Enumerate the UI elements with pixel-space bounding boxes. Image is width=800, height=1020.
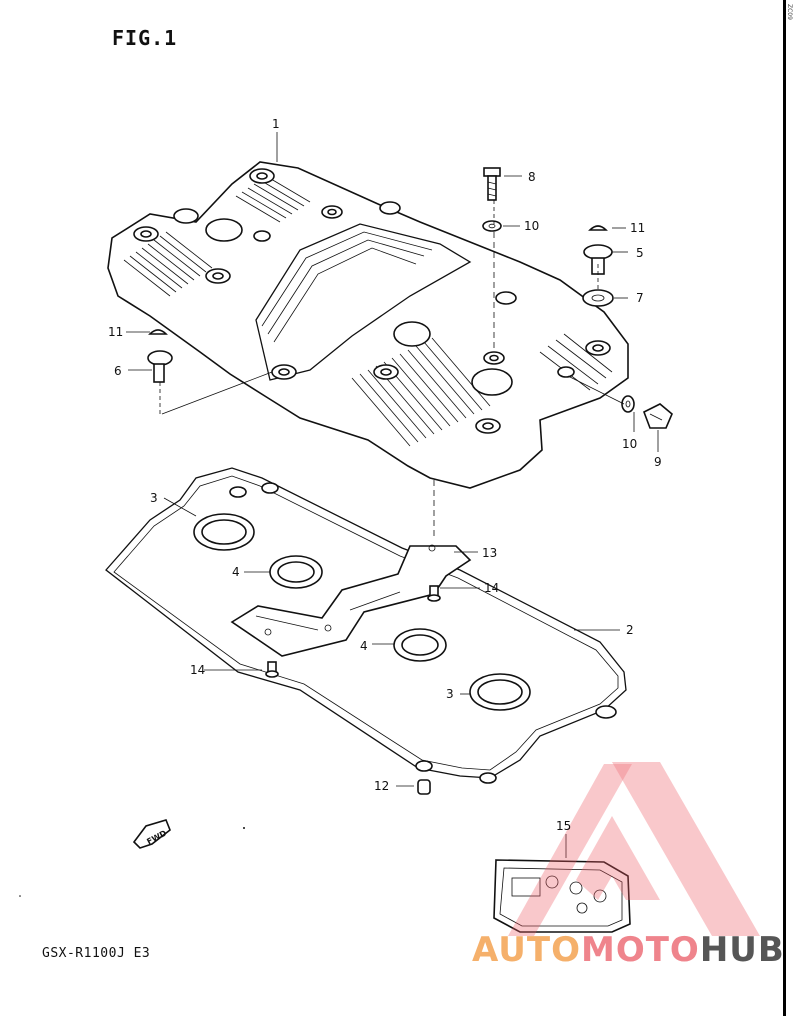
callout-7: 7 <box>636 291 644 305</box>
bolt-9 <box>642 403 673 429</box>
callout-labels: 1 2 3 3 4 4 5 6 7 8 9 10 10 11 11 12 13 … <box>108 117 662 833</box>
watermark-logo <box>508 762 760 936</box>
leader-lines <box>126 132 659 858</box>
callout-3-lower: 3 <box>446 687 454 701</box>
cap-11-left <box>148 329 168 335</box>
cap-11-right <box>588 225 608 231</box>
washer-7 <box>582 289 614 307</box>
callout-14-left: 14 <box>190 663 205 677</box>
figure-title: FIG.1 <box>112 26 178 50</box>
dowel-12 <box>417 779 431 795</box>
callout-12: 12 <box>374 779 389 793</box>
corner-mark: ZC09 <box>786 4 793 20</box>
model-code: GSX-R1100J E3 <box>42 946 151 961</box>
callout-2: 2 <box>626 623 634 637</box>
washer-10-side <box>621 395 635 413</box>
callout-8: 8 <box>528 170 536 184</box>
callout-3-upper: 3 <box>150 491 158 505</box>
forward-arrow-icon: FWD <box>132 819 171 849</box>
callout-4-upper: 4 <box>232 565 240 579</box>
page-border-right <box>783 0 786 1016</box>
callout-5: 5 <box>636 246 644 260</box>
cover-gasket <box>105 467 627 784</box>
callout-1: 1 <box>272 117 280 131</box>
callout-4-lower: 4 <box>360 639 368 653</box>
callout-11-left: 11 <box>108 325 123 339</box>
callout-10-upper: 10 <box>524 219 539 233</box>
bolt-14-left <box>265 661 279 678</box>
bolt-5 <box>583 244 613 275</box>
bolt-6 <box>147 350 173 383</box>
washer-10-top <box>482 220 502 232</box>
cylinder-head-cover <box>107 161 629 489</box>
watermark-text: AUTOMOTOHUB <box>472 930 785 970</box>
watermark-part-moto: MOTO <box>580 930 700 970</box>
callout-13: 13 <box>482 546 497 560</box>
watermark-part-auto: AUTO <box>472 930 581 970</box>
plug-hole-gaskets <box>193 513 531 711</box>
callout-9: 9 <box>654 455 662 469</box>
watermark-part-hub: HUB <box>699 930 785 970</box>
bolt-14-right <box>427 585 441 602</box>
stiffener-plate <box>230 544 472 657</box>
callout-11-right: 11 <box>630 221 645 235</box>
callout-14-right: 14 <box>484 581 499 595</box>
bolt-8 <box>483 167 501 201</box>
callout-15: 15 <box>556 819 571 833</box>
gasket-set-15 <box>493 859 631 933</box>
callout-6: 6 <box>114 364 122 378</box>
callout-10-lower: 10 <box>622 437 637 451</box>
